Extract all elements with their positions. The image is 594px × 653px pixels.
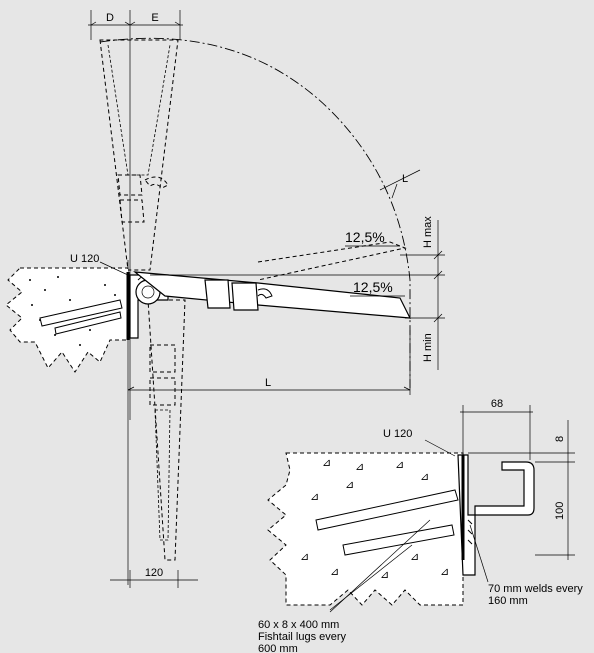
dim-l-main-label: L [265, 377, 271, 389]
dim-d-label: D [106, 12, 114, 24]
svg-text:⊿: ⊿ [410, 551, 419, 563]
dimension-8-100: 8 100 [468, 420, 575, 560]
u120-label-main: U 120 [70, 253, 129, 276]
u120-detail-text: U 120 [383, 428, 412, 440]
plate-hmax-position [257, 241, 407, 281]
anchor-lug-detail-1 [315, 489, 459, 531]
dim-120-label: 120 [145, 567, 163, 579]
u120-label-detail: U 120 [383, 428, 456, 457]
slope-lower: 12,5% [350, 279, 405, 297]
svg-text:⊿: ⊿ [345, 479, 354, 491]
concrete-block-detail [267, 452, 464, 606]
raised-plate-upper [99, 39, 179, 271]
svg-text:⊿: ⊿ [310, 491, 319, 503]
dimension-l-main: L [127, 330, 411, 395]
dim-l-arc-label: L [402, 173, 408, 185]
welds-line-1: 70 mm welds every [488, 583, 583, 595]
dimension-h: H max H min [422, 216, 443, 370]
u120-main-text: U 120 [70, 253, 99, 265]
concrete-speckles-detail: ⊿ ⊿ ⊿ ⊿ ⊿ ⊿ ⊿ ⊿ ⊿ ⊿ ⊿ [300, 457, 449, 581]
slope-lower-label: 12,5% [353, 279, 393, 295]
svg-text:⊿: ⊿ [380, 569, 389, 581]
weld-marks [467, 519, 473, 545]
dim-68-label: 68 [491, 398, 503, 410]
anchor-lug-main-1 [39, 299, 123, 327]
dimension-d-e: D E [88, 10, 183, 420]
svg-text:⊿: ⊿ [322, 457, 331, 469]
welds-callout: 70 mm welds every 160 mm [469, 524, 583, 607]
lugs-line-3: 600 mm [258, 643, 298, 653]
svg-text:⊿: ⊿ [330, 566, 339, 578]
svg-text:⊿: ⊿ [420, 471, 429, 483]
lugs-callout: 60 x 8 x 400 mm Fishtail lugs every 600 … [258, 519, 431, 653]
slope-upper: 12,5% [345, 229, 400, 247]
swing-arc [99, 37, 411, 388]
u120-channel-detail [457, 454, 535, 576]
dim-100-label: 100 [554, 502, 566, 520]
svg-text:⊿: ⊿ [300, 551, 309, 563]
svg-text:⊿: ⊿ [395, 459, 404, 471]
lugs-line-1: 60 x 8 x 400 mm [258, 619, 339, 631]
anchor-lug-main-2 [54, 311, 122, 335]
svg-text:⊿: ⊿ [440, 566, 449, 578]
anchor-lug-detail-2 [342, 524, 455, 556]
raised-plate-lower [147, 299, 186, 561]
dimension-120: 120 [110, 567, 198, 588]
h-max-label: H max [422, 216, 434, 248]
dim-e-label: E [151, 12, 158, 24]
dim-8-label: 8 [554, 436, 566, 442]
dimension-l-arc: L [379, 169, 421, 199]
slope-upper-label: 12,5% [345, 229, 385, 245]
lugs-line-2: Fishtail lugs every [258, 631, 347, 643]
h-min-label: H min [422, 333, 434, 362]
welds-line-2: 160 mm [488, 595, 528, 607]
svg-text:⊿: ⊿ [355, 461, 364, 473]
dimension-68: 68 [460, 398, 533, 460]
